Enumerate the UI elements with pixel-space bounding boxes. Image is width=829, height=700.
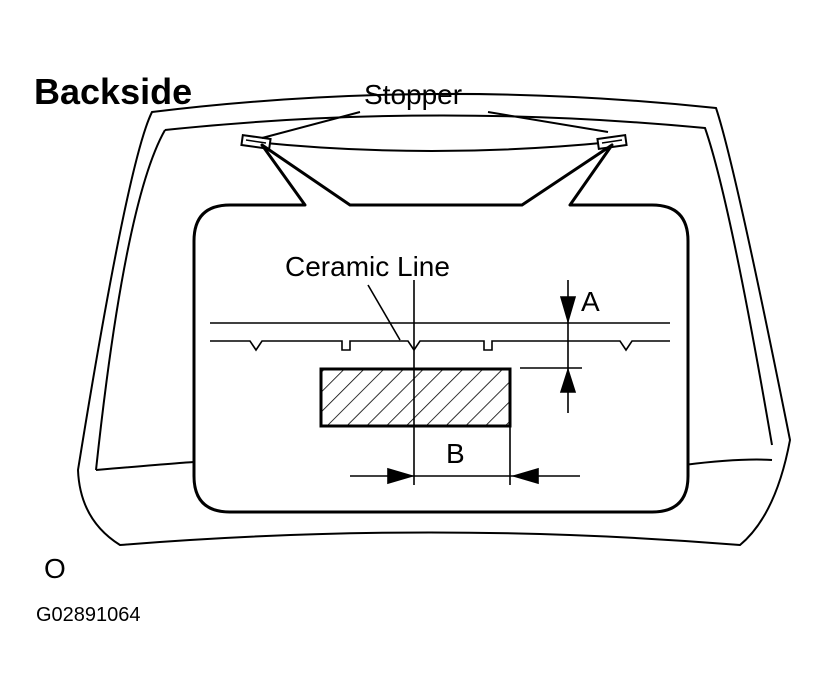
hatched-part [319, 367, 512, 428]
ceramic-line-label: Ceramic Line [285, 251, 450, 282]
ceramic-line-leader [367, 284, 401, 341]
page-title: Backside [34, 71, 192, 112]
stopper-label: Stopper [364, 79, 462, 110]
front-marker-label: O [44, 553, 66, 584]
dimension-b-marker [350, 426, 580, 485]
stopper-leaders [261, 111, 609, 139]
windshield-inner-border [95, 114, 773, 471]
stopper-right [596, 133, 628, 151]
dimension-b-label: B [446, 438, 465, 469]
windshield-top-edge-line [254, 141, 613, 152]
windshield-outline [76, 92, 792, 547]
figure-code: G02891064 [36, 604, 141, 626]
dimension-a-marker [520, 280, 582, 413]
dimension-a-label: A [581, 286, 600, 317]
detail-callout-box [192, 143, 690, 514]
